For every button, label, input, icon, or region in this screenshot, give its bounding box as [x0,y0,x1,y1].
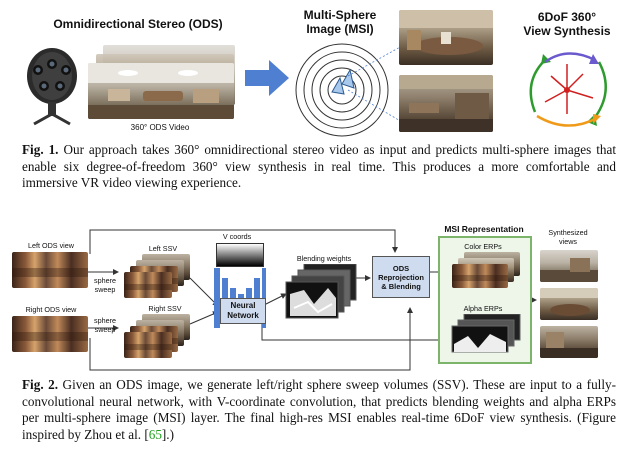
blending-weights-label: Blending weights [296,254,352,263]
fig2-caption-text-b: ].) [161,426,174,442]
right-ssv-label: Right SSV [148,304,182,313]
reproj-line1: ODS [392,263,410,273]
alpha-erps-label: Alpha ERPs [463,304,503,313]
6dof-axes-icon [529,52,607,127]
nn-line2: Network [227,311,259,320]
fig2-caption-label: Fig. 2. [22,377,59,392]
right-ods-image [12,316,88,352]
right-ods-label: Right ODS view [25,305,77,314]
fig2-caption: Fig. 2. Given an ODS image, we generate … [22,377,616,443]
fig1-caption-label: Fig. 1. [22,142,59,157]
msi-rep-title: MSI Representation [444,224,524,234]
ods-video-label: 360° ODS Video [130,123,190,132]
ods-video-frame-front [88,63,234,119]
sphere-sweep-top: sphere sweep [90,276,120,294]
right-arrow-icon [245,60,289,96]
synthesized-view-1 [540,250,598,282]
blending-weights-stack [285,264,357,319]
6dof-title-line1: 6DoF 360° [537,10,597,24]
synth-line1: Synthesized [548,228,588,237]
v-coords-label: V coords [222,232,252,241]
right-ssv-layer-4 [124,332,172,358]
color-erps-label: Color ERPs [464,242,502,251]
v-coords-gradient [216,243,264,267]
reproj-line3: & Blending [381,281,421,291]
reproj-line2: Reprojection [378,272,424,282]
left-ssv-label: Left SSV [148,244,178,253]
sphere-sweep-bottom-line2: sweep [94,325,116,334]
synthesized-view-2 [540,288,598,320]
alpha-erps-stack [451,314,521,353]
synth-line2: views [559,237,577,246]
sphere-sweep-bottom: sphere sweep [90,316,120,334]
ods-camera-icon [27,48,77,126]
left-ods-image [12,252,88,288]
synthesized-view-3 [540,326,598,358]
msi-view-bottom [399,75,493,132]
sphere-sweep-top-line2: sweep [94,285,116,294]
msi-title-line2: Image (MSI) [306,22,374,36]
left-ssv-layer-4 [124,272,172,298]
sphere-sweep-bottom-line1: sphere [94,316,116,325]
fig1-caption: Fig. 1. Our approach takes 360° omnidire… [22,142,616,192]
fig2-caption-citation[interactable]: 65 [148,426,162,442]
fig2-caption-text-a: Given an ODS image, we generate left/rig… [22,377,616,442]
fig1-ods-title: Omnidirectional Stereo (ODS) [53,17,223,31]
nn-line1: Neural [230,301,256,310]
synthesized-views-label: Synthesized views [538,228,598,246]
msi-view-top [399,10,493,65]
fig1-6dof-title: 6DoF 360° View Synthesis [512,10,622,38]
fig1-caption-text: Our approach takes 360° omnidirectional … [22,142,616,190]
fig1-msi-title: Multi-Sphere Image (MSI) [290,8,390,36]
6dof-title-line2: View Synthesis [523,24,611,38]
color-erp-3 [452,264,508,288]
left-ods-label: Left ODS view [28,241,74,250]
sphere-sweep-top-line1: sphere [94,276,116,285]
concentric-spheres-icon [295,43,403,137]
msi-title-line1: Multi-Sphere [303,8,377,22]
